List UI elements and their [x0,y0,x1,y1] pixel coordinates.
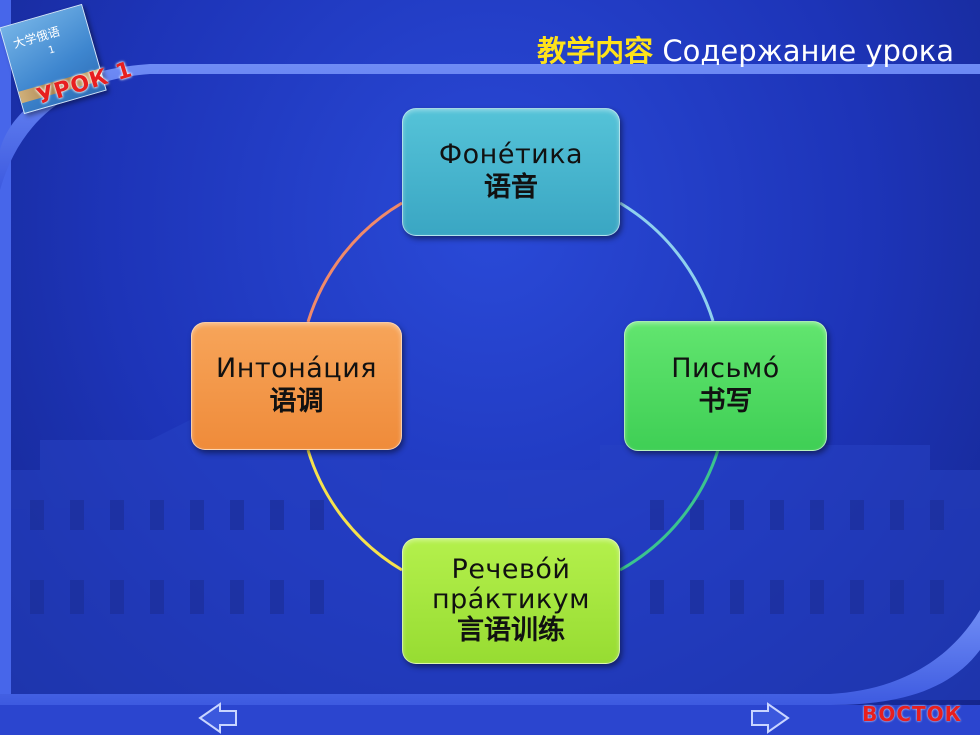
publisher-logo: ВОСТОК [862,702,962,726]
phonetics-label-ru: Фоне́тика [438,139,584,170]
phonetics-label-zh: 语音 [484,172,538,203]
bottom-band [0,610,980,705]
left-border [0,0,11,735]
right-arrow-icon [751,702,790,734]
intonation-label-ru: Интона́ция [216,353,377,384]
left-arrow-icon [198,702,237,734]
textbook-volume: 1 [47,44,57,57]
writing-box[interactable]: Письмо́ 书写 [624,321,827,451]
building-windows [30,500,944,614]
phonetics-box[interactable]: Фоне́тика 语音 [402,108,620,236]
speech-practice-label-zh: 言语训练 [457,615,565,646]
speech-practice-box[interactable]: Речево́й пра́ктикум 言语训练 [402,538,620,664]
bottom-bar [0,705,980,735]
speech-practice-label-ru-2: пра́ктикум [431,584,591,615]
writing-label-ru: Письмо́ [671,353,780,384]
speech-practice-label-ru-1: Речево́й [451,554,571,585]
title-russian: Содержание урока [662,34,954,68]
prev-slide-button[interactable] [198,702,240,734]
intonation-box[interactable]: Интона́ция 语调 [191,322,402,450]
cycle-arcs [306,201,720,572]
next-slide-button[interactable] [748,702,790,734]
title-chinese: 教学内容 [537,34,654,68]
intonation-label-zh: 语调 [269,386,324,417]
writing-label-zh: 书写 [698,386,753,417]
slide-title: 教学内容 Содержание урока [537,28,954,70]
